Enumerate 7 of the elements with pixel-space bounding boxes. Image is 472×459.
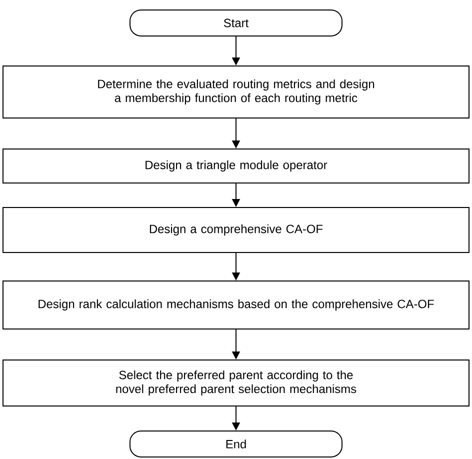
terminal-box: Start bbox=[130, 10, 342, 36]
process-box: Design a triangle module operator bbox=[2, 148, 470, 184]
process-box: Select the preferred parent according to the novel preferred parent selection mechanisms bbox=[2, 360, 470, 406]
terminal-box: End bbox=[130, 430, 342, 458]
process-box: Design rank calculation mechanisms based on the comprehensive CA-OF bbox=[2, 280, 470, 330]
process-box: Determine the evaluated routing metrics and design a membership function of each routing metric bbox=[2, 66, 470, 118]
process-box: Design a comprehensive CA-OF bbox=[2, 207, 470, 253]
